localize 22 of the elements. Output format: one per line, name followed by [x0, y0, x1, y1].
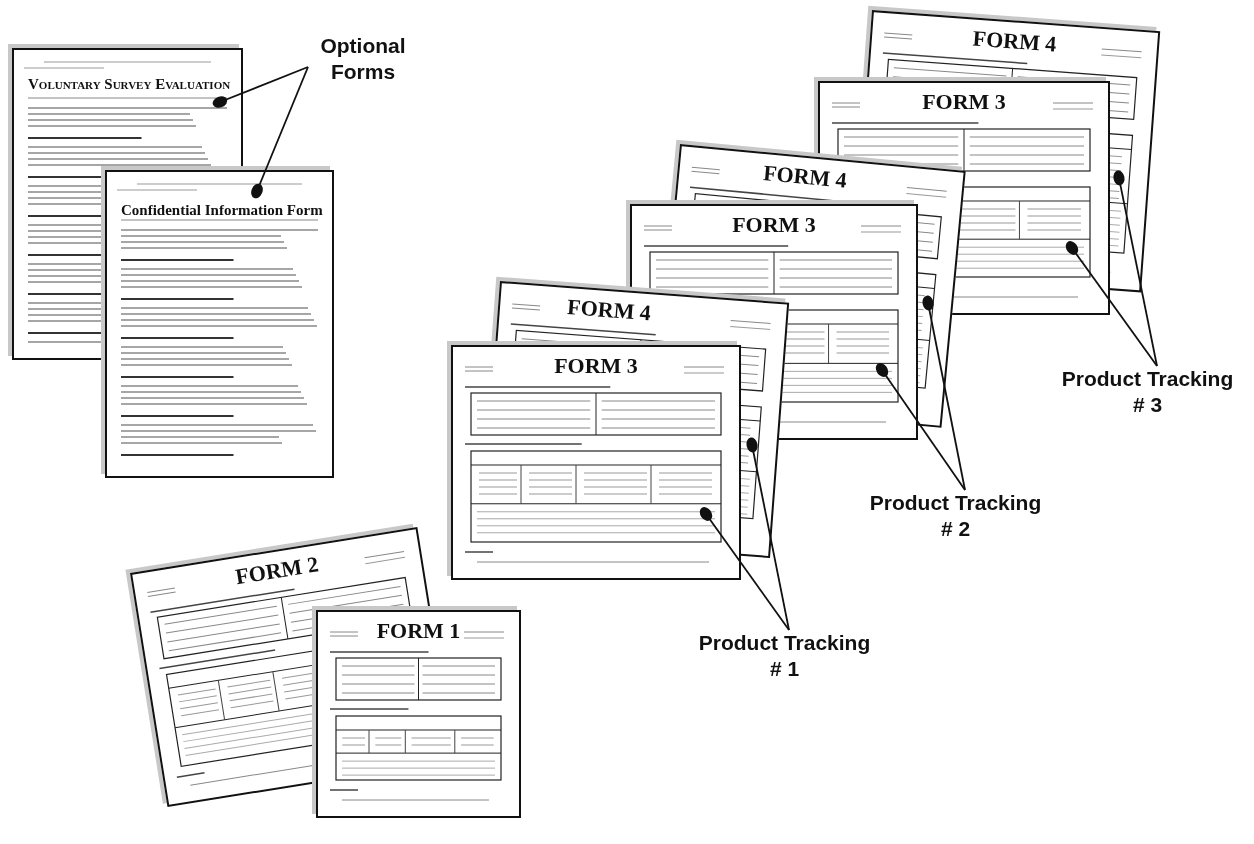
- callout-label: Product Tracking # 3: [1055, 366, 1240, 419]
- leader-line: [1113, 170, 1158, 367]
- callout-label: Product Tracking # 2: [863, 490, 1048, 543]
- form-title: FORM 1: [375, 618, 462, 644]
- leader-line: [746, 437, 790, 631]
- leader-line: [922, 295, 966, 491]
- form-title: FORM 3: [921, 89, 1007, 115]
- form-title: FORM 3: [553, 353, 639, 379]
- leader-line: [875, 363, 966, 491]
- form-title: FORM 4: [565, 293, 653, 328]
- form-title: Voluntary Survey Evaluation: [28, 76, 231, 93]
- callout-label: Optional Forms: [308, 33, 418, 86]
- callout-label: Product Tracking # 1: [692, 630, 877, 683]
- leader-line: [212, 66, 309, 108]
- form-title: FORM 4: [761, 159, 849, 195]
- leader-line: [251, 66, 309, 199]
- form-title: FORM 2: [232, 550, 322, 592]
- form-title: Confidential Information Form: [121, 202, 323, 219]
- leader-line: [1065, 241, 1158, 367]
- form-title: FORM 3: [731, 212, 817, 238]
- form-title: FORM 4: [970, 24, 1059, 59]
- leader-line: [699, 507, 790, 631]
